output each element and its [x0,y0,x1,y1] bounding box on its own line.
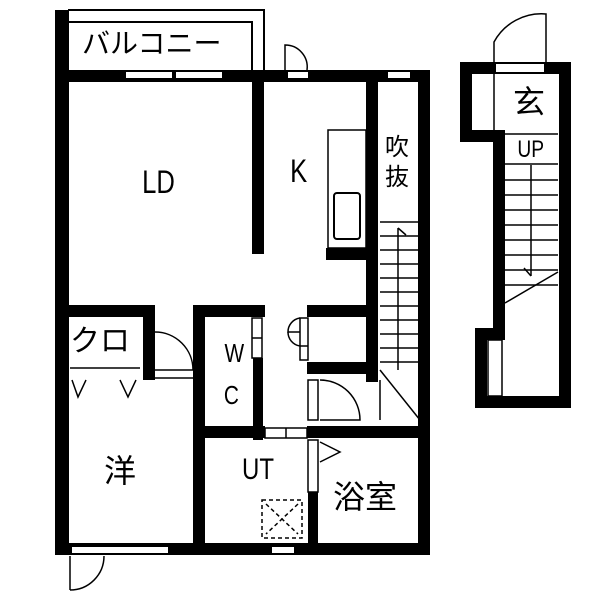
room-label-wc-top: W [224,338,245,368]
wall [193,426,265,438]
wall [366,82,378,382]
room-label-closet: クロ [70,324,130,359]
room-label-kitchen: K [290,153,308,189]
room-label-ld: LD [142,164,175,200]
room-label-western: 洋 [104,452,137,490]
wall [326,248,368,260]
room-label-wc-bottom: C [223,380,239,410]
window [286,70,310,80]
wall [55,305,155,317]
wall [493,130,505,330]
room-label-entrance: 玄 [513,83,546,121]
entrance-step [494,62,546,74]
room-label-void-bottom: 抜 [385,163,409,191]
wall [460,62,472,142]
room-label-balcony: バルコニー [82,27,222,60]
wall [308,492,318,555]
wall [55,10,69,555]
wall [307,426,430,438]
wall [253,358,263,440]
window [124,70,174,80]
wall [143,305,155,380]
wall [252,82,264,254]
wall [418,70,430,555]
room-label-utility: UT [242,453,274,486]
wall [475,328,487,408]
wall [55,70,430,82]
window [174,70,224,80]
stairs-up-label: UP [517,136,545,163]
room-label-void-top: 吹 [385,133,409,161]
wall [559,62,571,408]
window [386,70,412,80]
room-label-bath: 浴室 [333,478,398,516]
window [270,545,296,555]
wall [475,396,571,408]
wall [307,305,377,317]
window [70,545,170,555]
wall [307,362,377,374]
wall [193,305,265,317]
